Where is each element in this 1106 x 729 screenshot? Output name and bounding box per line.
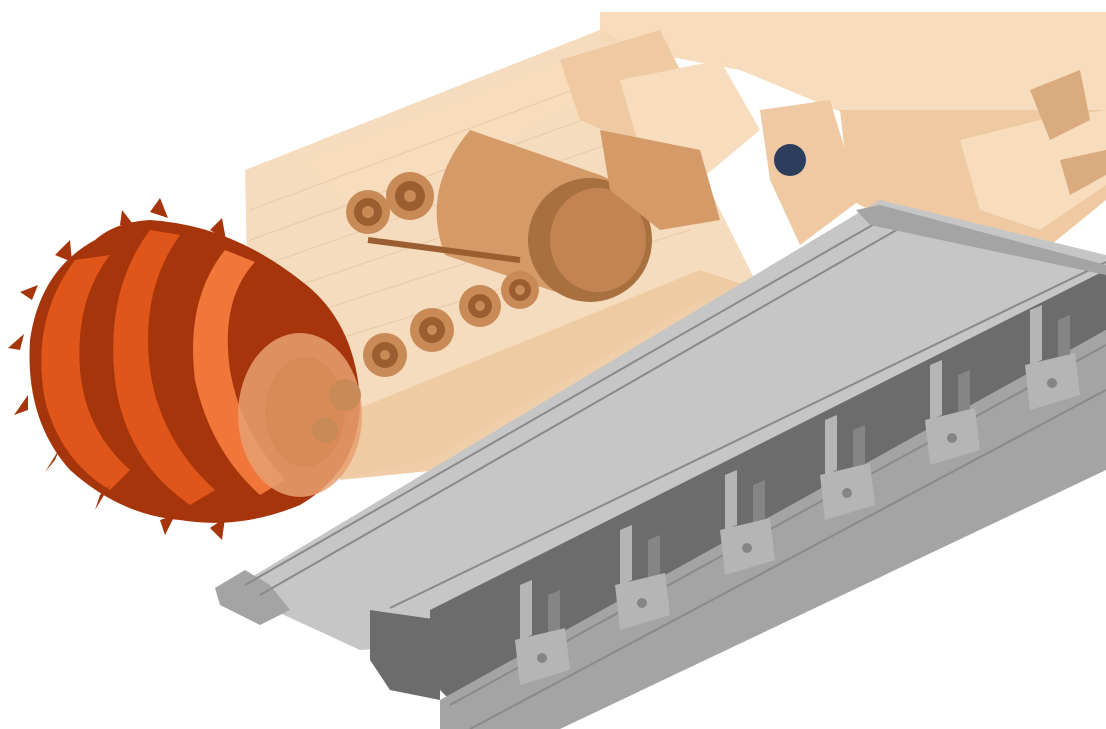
pan-bracket-hole [537,653,547,663]
gear-upper-1 [346,190,390,234]
gear-lower-2 [410,308,454,352]
pan-bracket-hole [842,488,852,498]
pan-left-end [370,610,440,700]
pan-bracket-part [930,360,942,420]
drum-spiral-vane-3 [193,250,285,495]
drum-spiral-vane-2 [113,230,215,505]
gear-lower-4 [501,271,539,309]
pin-2-icon [774,144,806,176]
pan-bracket [820,415,875,520]
conveyor-pan [215,200,1106,729]
shearer-body [600,12,1106,270]
gear-train [346,172,539,377]
pan-bracket-part [520,580,532,640]
motor-end-highlight [550,188,646,292]
arm-lower-shelf [330,270,760,480]
pan-brackets [515,305,1080,685]
pan-corner-block [856,205,1106,275]
arm-top-plate [300,60,620,200]
gear-shaft [367,237,521,263]
lug-3 [760,100,860,245]
pan-bracket-part [620,525,632,585]
pan-bracket-hole [947,433,957,443]
pan-bracket [1025,305,1080,410]
pan-bracket-hole [1047,378,1057,388]
pan-bracket [925,360,980,465]
pan-bracket-hole [742,543,752,553]
drum-hub-inner [265,357,345,467]
pan-bracket [515,580,570,685]
pan-deck-top [230,200,1106,650]
body-step-block [960,110,1106,230]
hinge-lugs [560,30,860,245]
pan-bracket [615,525,670,630]
body-step-shadow [1030,70,1090,140]
body-notch-shadow [1060,150,1106,195]
pan-left-flange [215,570,290,625]
lug-4 [600,130,720,230]
gear-lower-3 [459,285,501,327]
pan-bracket-part [825,415,837,475]
pan-bracket-part [725,470,737,530]
drum-hub-gear [329,379,361,411]
cutting-drum [8,198,362,540]
gear-upper-2 [386,172,434,220]
drum-spiral-vane-1 [41,255,130,490]
drum-hub-gear-2 [312,417,338,443]
drum-picks [8,198,280,540]
pan-bracket-hole [637,598,647,608]
pan-bracket-part [1030,305,1042,365]
gear-lower-1 [363,333,407,377]
pan-rail-lines [244,214,1106,729]
pan-bracket [720,470,775,575]
